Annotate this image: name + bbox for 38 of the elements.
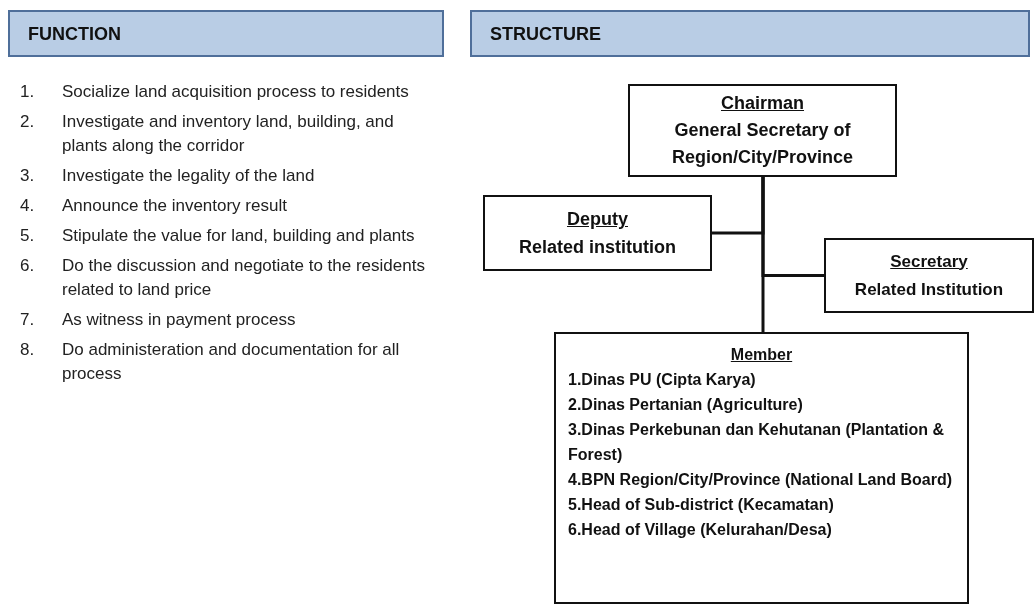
function-item: Socialize land acquisition process to residents (62, 81, 410, 103)
function-item: Do the discussion and negotiate to the residents related to land price (62, 255, 426, 301)
role-heading: STRUCTURE (490, 22, 601, 45)
function-item: Stipulate the value for land, building and plants (62, 225, 416, 247)
function-item: Do administeration and documentation for all process (62, 339, 401, 385)
list-number: 6. (20, 255, 36, 277)
org-box (483, 195, 712, 271)
list-number: 4. (20, 195, 36, 217)
org-box (628, 84, 897, 177)
org-box (554, 332, 969, 604)
list-number: 3. (20, 165, 36, 187)
member-item: 5.Head of Sub-district (Kecamatan) (568, 495, 835, 515)
function-item: Investigate the legality of the land (62, 165, 316, 187)
list-number: 2. (20, 111, 36, 133)
role-description: Related institution (518, 236, 677, 259)
list-number: 1. (20, 81, 36, 103)
member-item: 2.Dinas Pertanian (Agriculture) (568, 395, 804, 415)
member-item: 1.Dinas PU (Cipta Karya) (568, 370, 757, 390)
list-number: 7. (20, 309, 36, 331)
member-item: 6.Head of Village (Kelurahan/Desa) (568, 520, 833, 540)
function-item: As witness in payment process (62, 309, 297, 331)
connector-line (761, 177, 765, 332)
section-header (8, 10, 444, 57)
role-heading: Deputy (566, 208, 629, 231)
member-item: 4.BPN Region/City/Province (National Land Board) (568, 470, 954, 490)
section-header (470, 10, 1030, 57)
member-item: 3.Dinas Perkebunan dan Kehutanan (Plantation & Forest) (568, 420, 946, 465)
role-heading: FUNCTION (28, 22, 121, 45)
org-box (824, 238, 1034, 313)
role-heading: Chairman (720, 92, 805, 115)
role-heading: Secretary (889, 250, 969, 273)
list-number: 8. (20, 339, 36, 361)
role-description: Related Institution (853, 278, 1005, 301)
role-description: General Secretary of Region/City/Province (670, 119, 854, 169)
list-number: 5. (20, 225, 36, 247)
function-item: Announce the inventory result (62, 195, 288, 217)
function-item: Investigate and inventory land, building, and plants along the corridor (62, 111, 395, 157)
role-heading: Member (729, 345, 794, 365)
